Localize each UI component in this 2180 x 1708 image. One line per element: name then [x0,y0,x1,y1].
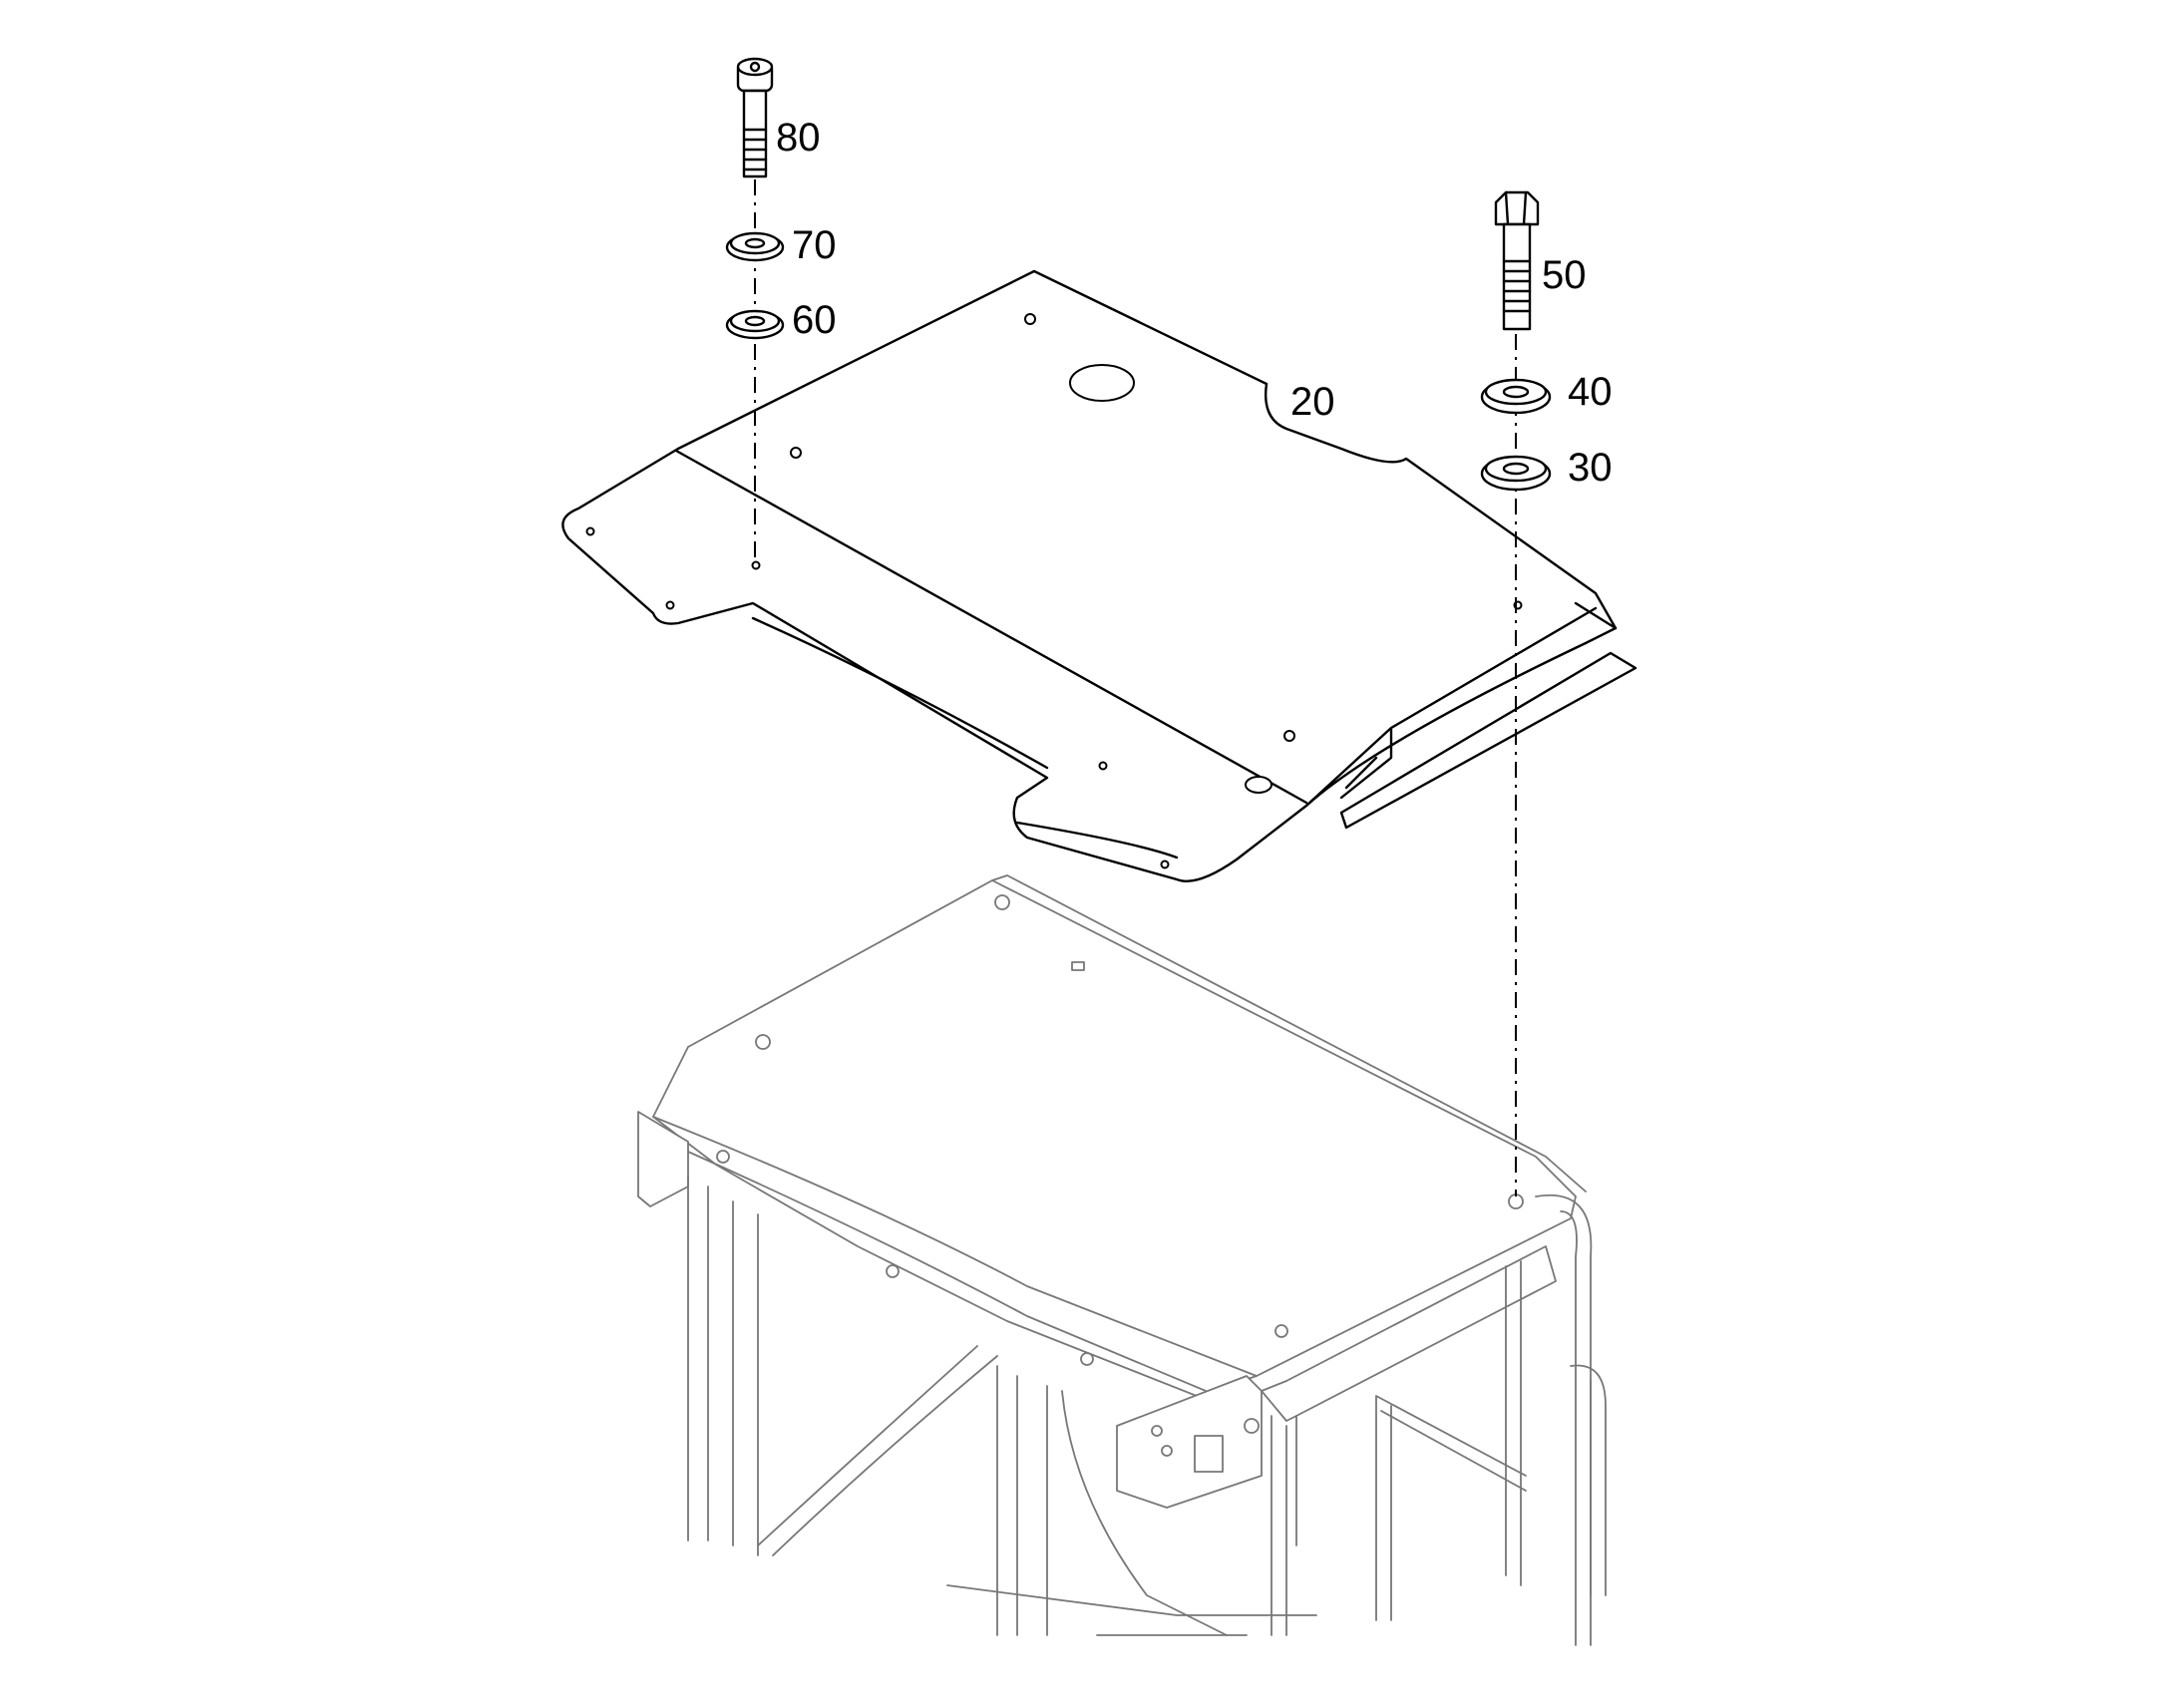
bolt-shank-icon [1502,222,1532,331]
callout-40: 40 [1568,370,1613,414]
fastener-icon [994,894,1010,910]
cap-screw-part-80 [736,57,774,178]
washer-part-60 [725,309,785,340]
callout-80: 80 [776,116,821,160]
cab-lower-strut-mid [996,1365,1018,1636]
bolt-head-facet-icon [1504,190,1528,226]
roof-panel-mounting-holes [585,313,1523,869]
callout-70: 70 [792,223,837,267]
callout-50: 50 [1542,253,1587,297]
cab-roof-rear-edge [991,874,1587,1193]
callout-30: 30 [1568,446,1613,490]
fastener-icon [755,1034,771,1050]
bracket-hole [1151,1425,1163,1437]
cab-front-corner-block [1116,1375,1263,1509]
fastener-icon [886,1264,900,1278]
roof-panel-front-bevel [751,616,1179,859]
cab-lower-strut-left [757,1345,998,1556]
hole-icon [1283,730,1295,742]
washer-hole-icon [1502,385,1530,399]
thread-icon [1502,259,1532,313]
washer-part-70 [725,231,785,262]
cab-roof-front-edge [652,1116,1258,1377]
washer-hole-icon [1502,462,1530,476]
thread-icon [742,128,768,171]
hinge-block [1194,1435,1224,1473]
hole-icon [751,560,761,570]
callout-20: 20 [1290,380,1335,424]
fastener-icon [1080,1352,1094,1366]
hole-icon [1024,313,1036,325]
callout-60: 60 [792,298,837,342]
cab-handle [1570,1364,1607,1596]
roof-panel-large-hole [1245,776,1272,794]
cab-structure [637,874,1607,1646]
hole-icon [790,447,802,459]
cab-front-left-bracket [637,1111,689,1207]
cab-roof-fasteners [716,894,1524,1366]
roof-panel-outline [561,269,1618,882]
cab-right-door-frame [1535,1194,1593,1646]
screw-head-top-icon [736,57,774,77]
fastener-icon [1274,1324,1288,1338]
bracket-hole [1244,1418,1260,1434]
roof-panel-fold-line [674,449,1308,805]
cab-roof-front-lip [687,1151,1243,1407]
fastener-icon [716,1150,730,1164]
hole-icon [665,600,675,610]
bracket-hole [1161,1445,1173,1457]
cab-floor-edge [946,1584,1317,1636]
hole-icon [585,526,595,536]
cab-roof-panel [652,879,1577,1397]
roof-panel-part-20 [561,269,1637,882]
washer-hole-icon [744,315,766,327]
washer-part-40 [1480,378,1552,415]
fastener-icon [1071,961,1085,971]
washer-part-30 [1480,455,1552,492]
hex-bolt-part-50 [1494,190,1540,331]
hole-icon [1160,859,1170,869]
roof-panel-large-hole [1069,364,1135,402]
cab-door-rail [1505,1260,1522,1586]
roof-panel-right-skirt [1304,601,1618,808]
cab-left-pillar [687,1176,759,1556]
cab-right-rail [1271,1415,1297,1636]
hex-socket-icon [749,61,761,73]
roof-panel-side-rail [1339,651,1637,830]
bolt-head-icon [1494,190,1540,226]
washer-hole-icon [744,237,766,249]
screw-shank-icon [742,89,768,178]
hole-icon [1098,761,1108,771]
cab-inner-strut [1375,1395,1527,1621]
cab-lower-strut-center [1046,1385,1228,1636]
cab-right-frame [1261,1245,1557,1422]
